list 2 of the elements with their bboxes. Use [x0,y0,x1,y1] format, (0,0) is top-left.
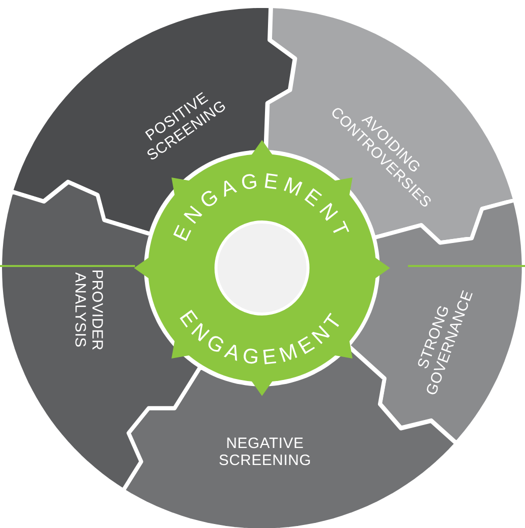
segment-label: NEGATIVE SCREENING [218,434,312,470]
segment-label: PROVIDER ANALYSIS [70,268,106,353]
